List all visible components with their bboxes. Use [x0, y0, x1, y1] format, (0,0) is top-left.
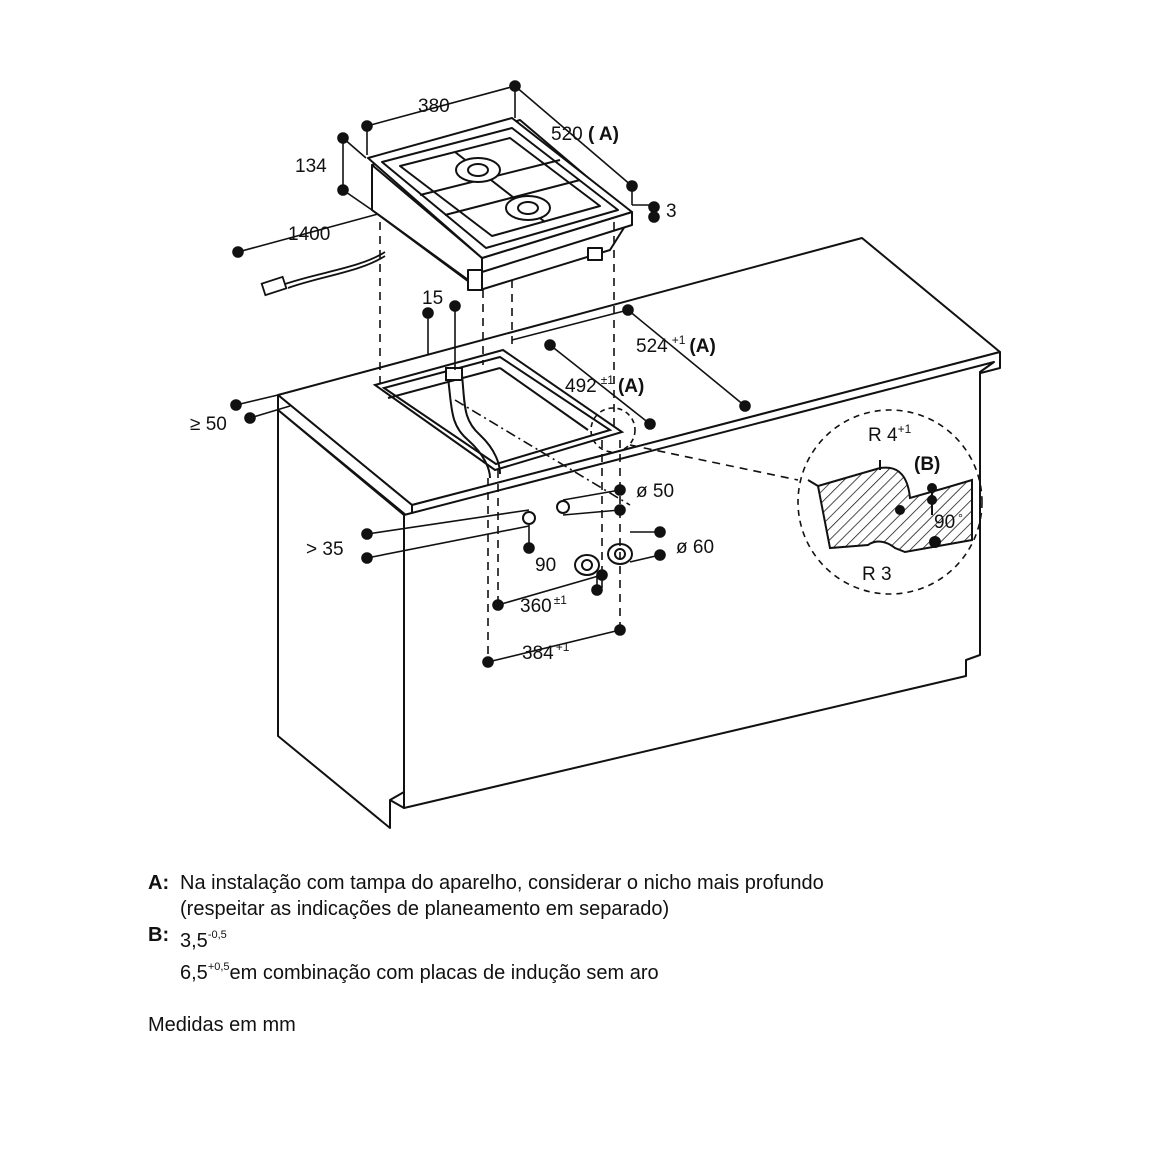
- dim-cutout-width-inner-tol: ±1: [554, 593, 568, 607]
- units-note: Medidas em mm: [148, 1014, 296, 1036]
- dim-cutout-width: 384: [522, 643, 554, 664]
- detail-radius-bottom: R 3: [862, 564, 892, 585]
- note-b-text2: em combinação com placas de indução sem …: [229, 962, 659, 984]
- detail-angle: 90: [934, 512, 955, 533]
- svg-text:384+1: 384+1: [522, 640, 570, 664]
- notes-section: A: Na instalação com tampa do aparelho, …: [148, 870, 1128, 1038]
- dim-width: 380: [418, 96, 450, 117]
- detail-radius-top: R 4: [868, 425, 898, 446]
- installation-diagram: 380 520 ( A) 134 1400 3 15 ≥ 50 524+1(A)…: [190, 80, 1001, 829]
- svg-text:520 ( A): 520 ( A): [551, 124, 619, 145]
- note-b-value1: 3,5: [180, 930, 208, 952]
- note-b: B: 3,5-0,5 6,5+0,5em combinação com plac…: [148, 922, 1128, 986]
- dim-hole-small: ø 50: [636, 481, 674, 502]
- note-b-sup1: -0,5: [207, 929, 227, 941]
- dim-back-gap: 15: [422, 288, 443, 309]
- note-a-line1: Na instalação com tampa do aparelho, con…: [180, 872, 824, 894]
- dim-cutout-width-tol: +1: [556, 640, 570, 654]
- note-a: A: Na instalação com tampa do aparelho, …: [148, 870, 1128, 922]
- detail-callout: [590, 407, 983, 595]
- detail-label-b: (B): [914, 454, 940, 475]
- svg-text:492±1(A): 492 ±1(A): [565, 373, 644, 397]
- dimension-labels: 380 520 ( A) 134 1400 3 15 ≥ 50 524+1(A)…: [190, 96, 963, 664]
- detail-section: [807, 460, 973, 554]
- dim-height: 134: [295, 156, 327, 177]
- gas-pipe: [445, 367, 501, 479]
- dim-cutout-width-inner: 360: [520, 596, 552, 617]
- dim-cutout-inner-ref: (A): [618, 376, 644, 397]
- dim-depth: 520: [551, 124, 583, 145]
- dim-front-gap: ≥ 50: [190, 414, 227, 435]
- detail-radius-top-tol: +1: [898, 422, 912, 436]
- gas-hob: [367, 117, 633, 291]
- note-b-key: B:: [148, 924, 170, 946]
- dim-hole-offset: > 35: [306, 539, 344, 560]
- dim-hole-large: ø 60: [676, 537, 714, 558]
- dimension-lines: [230, 80, 751, 668]
- power-cable: [260, 251, 386, 297]
- dim-cutout-depth-tol: +1: [672, 333, 686, 347]
- note-b-value2: 6,5: [180, 962, 208, 984]
- dim-depth-ref: ( A): [588, 124, 619, 145]
- detail-angle-unit: °: [958, 511, 963, 525]
- dim-cutout-depth: 524: [636, 336, 668, 357]
- dim-cable: 1400: [288, 224, 330, 245]
- dim-hole-spacing: 90: [535, 555, 556, 576]
- dim-cutout-depth-ref: (A): [689, 336, 715, 357]
- dim-cutout-inner-tol: ±1: [601, 373, 615, 387]
- svg-text:R 4+1: R 4+1: [868, 422, 912, 446]
- note-a-line2: (respeitar as indicações de planeamento …: [180, 898, 670, 920]
- note-b-sup2: +0,5: [207, 961, 230, 973]
- dim-cutout-inner: 492: [565, 376, 597, 397]
- svg-text:524+1(A): 524 +1(A): [636, 333, 716, 357]
- note-a-key: A:: [148, 872, 170, 894]
- dim-rim: 3: [666, 201, 677, 222]
- worktop-cutout: [372, 348, 625, 472]
- projection-lines: [379, 222, 631, 660]
- svg-text:360±1: 360±1: [520, 593, 567, 617]
- svg-text:90°: 90°: [934, 511, 963, 533]
